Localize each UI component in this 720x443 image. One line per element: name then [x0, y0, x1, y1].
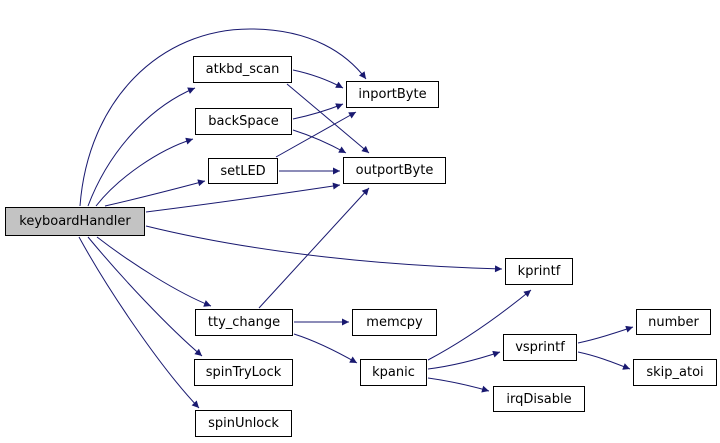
edge-keyboardHandler-to-spinTryLock: [87, 236, 203, 357]
edge-keyboardHandler-to-spinUnlock: [78, 236, 200, 409]
edge-kpanic-to-vsprintf: [427, 350, 501, 370]
node-irqDisable[interactable]: irqDisable: [493, 386, 585, 412]
edge-keyboardHandler-to-tty_change: [96, 236, 212, 307]
node-memcpy[interactable]: memcpy: [352, 309, 437, 336]
edge-keyboardHandler-to-inportByte: [79, 28, 367, 207]
edge-atkbd_scan-to-outportByte: [286, 83, 370, 154]
node-inportByte[interactable]: inportByte: [346, 81, 439, 108]
node-backSpace[interactable]: backSpace: [195, 108, 292, 135]
edge-keyboardHandler-to-kprintf: [145, 225, 503, 273]
edge-backSpace-to-inportByte: [292, 103, 344, 120]
edge-keyboardHandler-to-backSpace: [95, 137, 194, 207]
edge-tty_change-to-kpanic: [293, 333, 358, 364]
node-vsprintf[interactable]: vsprintf: [503, 334, 577, 361]
node-kprintf[interactable]: kprintf: [505, 258, 573, 285]
edge-keyboardHandler-to-outportByte: [145, 182, 341, 213]
node-setLED[interactable]: setLED: [208, 158, 278, 184]
node-number[interactable]: number: [636, 309, 711, 335]
edge-kpanic-to-kprintf: [427, 289, 532, 361]
edge-setLED-to-inportByte: [275, 111, 357, 158]
edge-keyboardHandler-to-setLED: [104, 179, 206, 207]
edge-kpanic-to-irqDisable: [427, 377, 490, 393]
node-tty_change[interactable]: tty_change: [195, 309, 293, 336]
node-atkbd_scan[interactable]: atkbd_scan: [193, 56, 292, 83]
node-kpanic[interactable]: kpanic: [360, 359, 427, 386]
node-spinUnlock[interactable]: spinUnlock: [195, 410, 292, 437]
edge-vsprintf-to-number: [577, 325, 634, 344]
node-skip_atoi[interactable]: skip_atoi: [633, 359, 717, 386]
edge-backSpace-to-outportByte: [292, 129, 347, 154]
node-spinTryLock[interactable]: spinTryLock: [194, 359, 293, 386]
edge-keyboardHandler-to-atkbd_scan: [87, 87, 196, 207]
edge-vsprintf-to-skip_atoi: [577, 351, 631, 370]
edge-atkbd_scan-to-inportByte: [292, 69, 344, 89]
node-keyboardHandler: keyboardHandler: [5, 207, 145, 236]
node-outportByte[interactable]: outportByte: [343, 157, 446, 184]
edge-tty_change-to-outportByte: [258, 187, 370, 309]
